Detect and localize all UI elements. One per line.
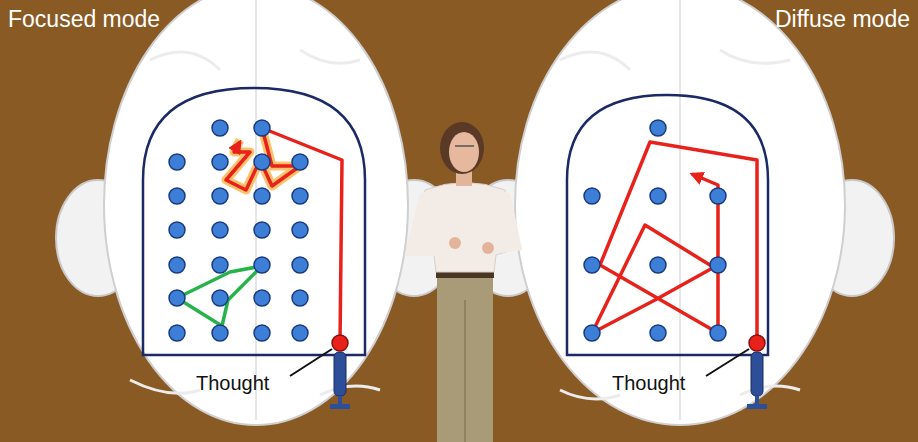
diffuse-path: [592, 142, 757, 343]
presenter: [412, 122, 515, 442]
head-left: [56, 0, 456, 425]
neuron-dots: [169, 120, 308, 341]
thought-flashlight: [290, 335, 767, 409]
neuron-dots: [584, 120, 726, 341]
panel-title: Diffuse mode: [775, 6, 910, 32]
head-right: [466, 0, 894, 425]
thought-label: Thought: [196, 372, 269, 395]
thought-label: Thought: [612, 372, 685, 395]
panel-title: Focused mode: [8, 6, 160, 32]
focused-path: [177, 128, 342, 343]
